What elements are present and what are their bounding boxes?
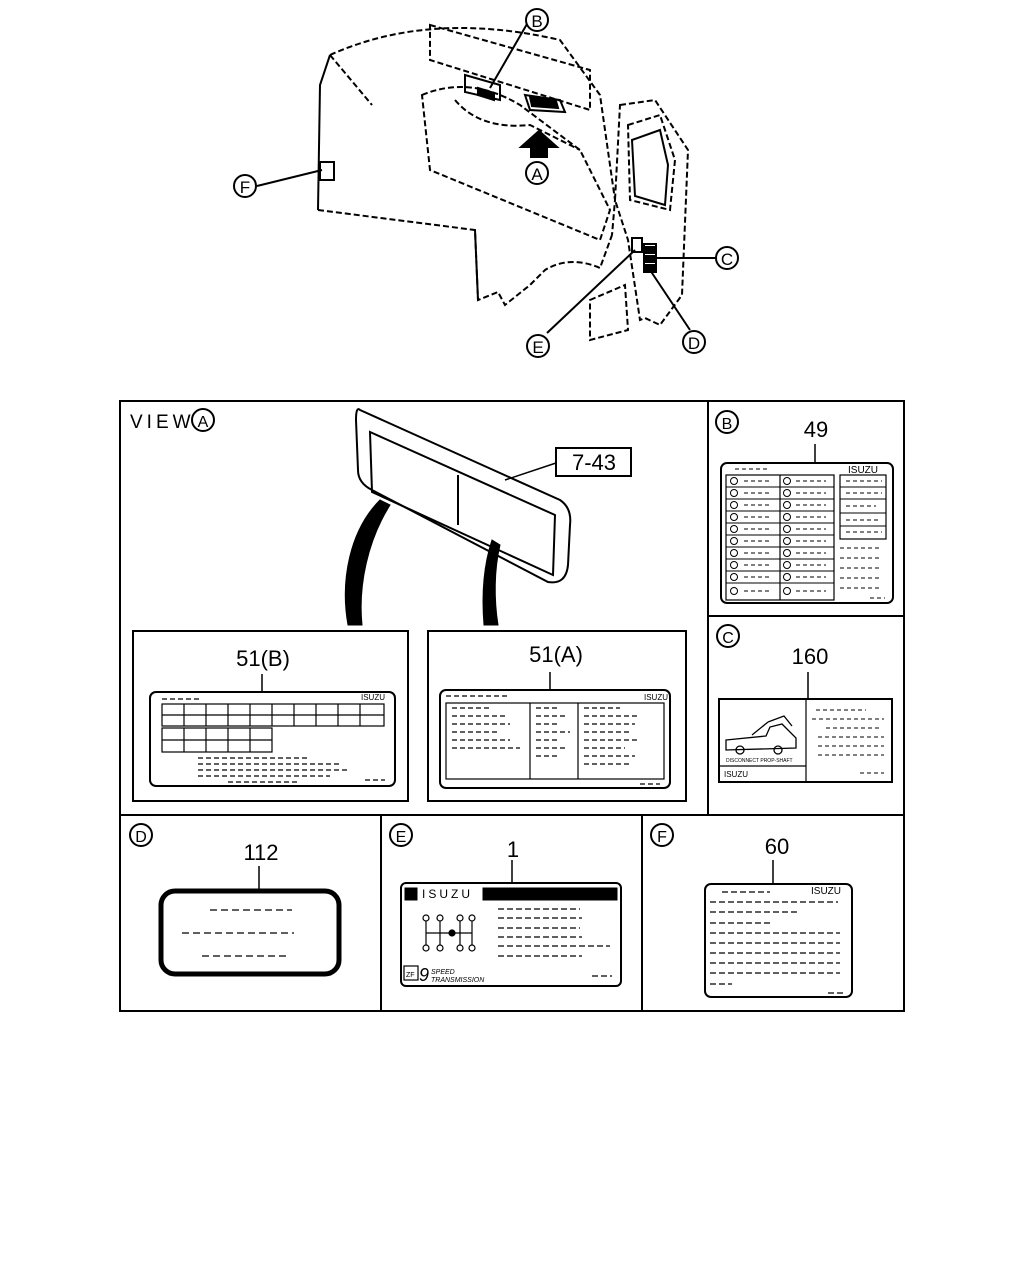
- part-label-1: 1: [507, 837, 519, 862]
- label-49-grid: [726, 486, 886, 584]
- label-1-outline: [400, 882, 622, 987]
- label-51b-text-lines: [162, 698, 385, 783]
- callout-a: A: [531, 165, 543, 184]
- panel-f-letter: F: [657, 829, 667, 846]
- label-51b-icon-grid: [161, 703, 385, 753]
- label-112-outline: [158, 888, 342, 977]
- panel-d-circle: [129, 823, 153, 847]
- label-160-brand: ISUZU: [724, 770, 748, 779]
- part-label-51b: 51(B): [236, 646, 290, 671]
- part-label-160: 160: [792, 644, 829, 669]
- panel-c-letter: C: [722, 630, 734, 647]
- callout-b-circle: [525, 8, 549, 32]
- callout-c: C: [721, 250, 733, 269]
- label-160-text-lines: [812, 709, 884, 774]
- panel-e-letter: E: [396, 829, 407, 846]
- label-60-text-lines: [710, 891, 846, 994]
- label-112-text-lines: [182, 909, 294, 957]
- transmission-word: TRANSMISSION: [431, 977, 485, 984]
- label-49-text-lines: [735, 468, 885, 599]
- label-49-bullets: [730, 477, 791, 595]
- tow-truck-icon: [725, 715, 797, 755]
- cab-interior-sketch: [233, 8, 739, 358]
- speed-digit: 9: [419, 965, 429, 985]
- panel-b-letter: B: [722, 416, 733, 433]
- callout-e: E: [532, 338, 543, 357]
- sun-visor-drawing: [354, 408, 632, 584]
- ref-box-frame: [555, 447, 632, 477]
- label-51a-brand: ISUZU: [644, 693, 668, 702]
- callout-e-circle: [526, 334, 550, 358]
- label-160-caption: DISCONNECT PROP-SHAFT: [726, 758, 793, 764]
- label-60-outline: [704, 883, 853, 998]
- callout-a-circle: [525, 161, 549, 185]
- callout-d-circle: [682, 330, 706, 354]
- panel-c-circle: [716, 624, 740, 648]
- ref-box-label: 7-43: [572, 450, 616, 475]
- part-label-51a: 51(A): [529, 642, 583, 667]
- label-51b-brand: ISUZU: [361, 693, 385, 702]
- label-49-brand: ISUZU: [848, 465, 878, 476]
- part-label-112: 112: [243, 840, 278, 865]
- view-a-circle: [191, 408, 215, 432]
- zf-emblem: ZF: [406, 972, 415, 979]
- part-label-49: 49: [804, 417, 828, 442]
- view-a-letter: A: [198, 414, 209, 431]
- label-49-outline: [720, 462, 894, 604]
- shift-pattern-icon: [422, 914, 476, 952]
- label-1-brand: ISUZU: [422, 887, 473, 901]
- label-51a-text-lines: [446, 695, 660, 785]
- callout-f: F: [240, 178, 250, 197]
- panel-b-circle: [715, 410, 739, 434]
- label-1-text-lines: [498, 908, 612, 977]
- panel-grid-frame: [119, 400, 905, 1012]
- panel-f-circle: [650, 823, 674, 847]
- part-label-60: 60: [765, 834, 789, 859]
- callout-f-circle: [233, 174, 257, 198]
- view-a-title: VIEW: [130, 412, 195, 433]
- speed-word: SPEED: [431, 969, 455, 976]
- panel-d-letter: D: [135, 829, 147, 846]
- label-60-brand: ISUZU: [811, 886, 841, 897]
- panel-e-circle: [389, 823, 413, 847]
- callout-c-circle: [715, 246, 739, 270]
- callout-b: B: [531, 12, 542, 31]
- callout-d: D: [688, 334, 700, 353]
